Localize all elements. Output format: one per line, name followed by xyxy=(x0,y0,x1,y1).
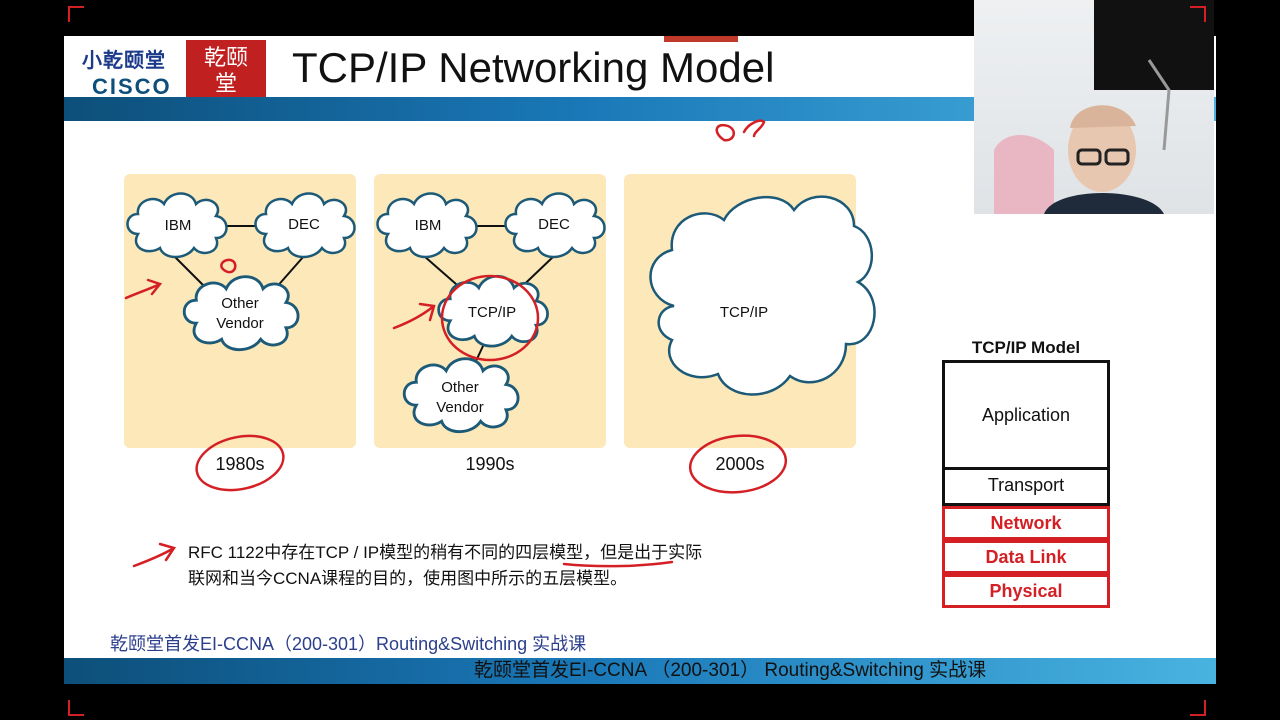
label-tcpip-2000s: TCP/IP xyxy=(720,304,768,321)
footer-course-title: 乾颐堂首发EI-CCNA（200-301）Routing&Switching 实… xyxy=(110,634,587,654)
annotation-circle-tcpip xyxy=(440,274,540,362)
presenter-image xyxy=(994,0,1214,214)
cloud-other-1980s xyxy=(182,275,300,352)
network-diagram: IBM DEC Other Vendor IBM DEC TCP/IP Othe… xyxy=(124,119,876,568)
tcpip-model: TCP/IP Model Application Transport Netwo… xyxy=(942,336,1110,608)
layer-application: Application xyxy=(942,360,1110,470)
label-tcpip-1990s: TCP/IP xyxy=(468,304,516,321)
layer-physical: Physical xyxy=(942,574,1110,608)
footer-bar xyxy=(64,658,1216,684)
annotation-arrow-caption xyxy=(132,542,176,568)
annotation-arrow-1990s xyxy=(392,302,436,330)
top-accent xyxy=(664,36,738,42)
webcam-feed xyxy=(974,0,1214,214)
annotation-circle-2000s xyxy=(688,434,788,494)
corner-mark-br xyxy=(1190,700,1206,716)
footer-overlay-title: 乾颐堂首发EI-CCNA （200-301） Routing&Switching… xyxy=(474,660,987,681)
label-other-1990s: Other xyxy=(441,379,479,396)
seal-logo: 乾颐堂 xyxy=(186,40,266,102)
corner-mark-tl xyxy=(68,6,84,22)
seal-text: 乾颐堂 xyxy=(203,46,248,97)
annotation-circle-1980s xyxy=(195,434,285,492)
year-1990s: 1990s xyxy=(465,454,514,474)
label-vendor-1980s: Vendor xyxy=(216,315,264,332)
cloud-tcpip-2000s xyxy=(649,195,876,396)
label-ibm-1980s: IBM xyxy=(165,217,192,234)
label-ibm-1990s: IBM xyxy=(415,217,442,234)
corner-mark-bl xyxy=(68,700,84,716)
caption-line-1: RFC 1122中存在TCP / IP模型的稍有不同的四层模型，但是出于实际 xyxy=(188,543,703,562)
annotation-scribble-top xyxy=(715,119,766,142)
label-vendor-1990s: Vendor xyxy=(436,399,484,416)
slide-title: TCP/IP Networking Model xyxy=(292,44,775,91)
label-dec-1980s: DEC xyxy=(288,216,320,233)
layer-transport: Transport xyxy=(942,470,1110,506)
logo: 小乾颐堂 CISCO xyxy=(78,42,188,99)
label-dec-1990s: DEC xyxy=(538,216,570,233)
year-1980s: 1980s xyxy=(215,454,264,474)
corner-mark-tr xyxy=(1190,6,1206,22)
annotation-underline xyxy=(562,560,674,568)
label-other-1980s: Other xyxy=(221,295,259,312)
year-2000s: 2000s xyxy=(715,454,764,474)
caption: RFC 1122中存在TCP / IP模型的稍有不同的四层模型，但是出于实际 联… xyxy=(188,540,828,592)
annotation-arrow-1980s xyxy=(124,278,163,300)
layer-data-link: Data Link xyxy=(942,540,1110,574)
model-title: TCP/IP Model xyxy=(971,338,1081,357)
logo-cisco: CISCO xyxy=(92,74,172,99)
layer-network: Network xyxy=(942,506,1110,540)
annotations xyxy=(124,119,788,568)
caption-line-2: 联网和当今CCNA课程的目的，使用图中所示的五层模型。 xyxy=(188,569,628,588)
logo-chinese: 小乾颐堂 xyxy=(82,48,166,72)
annotation-mark-1980s xyxy=(220,258,237,274)
